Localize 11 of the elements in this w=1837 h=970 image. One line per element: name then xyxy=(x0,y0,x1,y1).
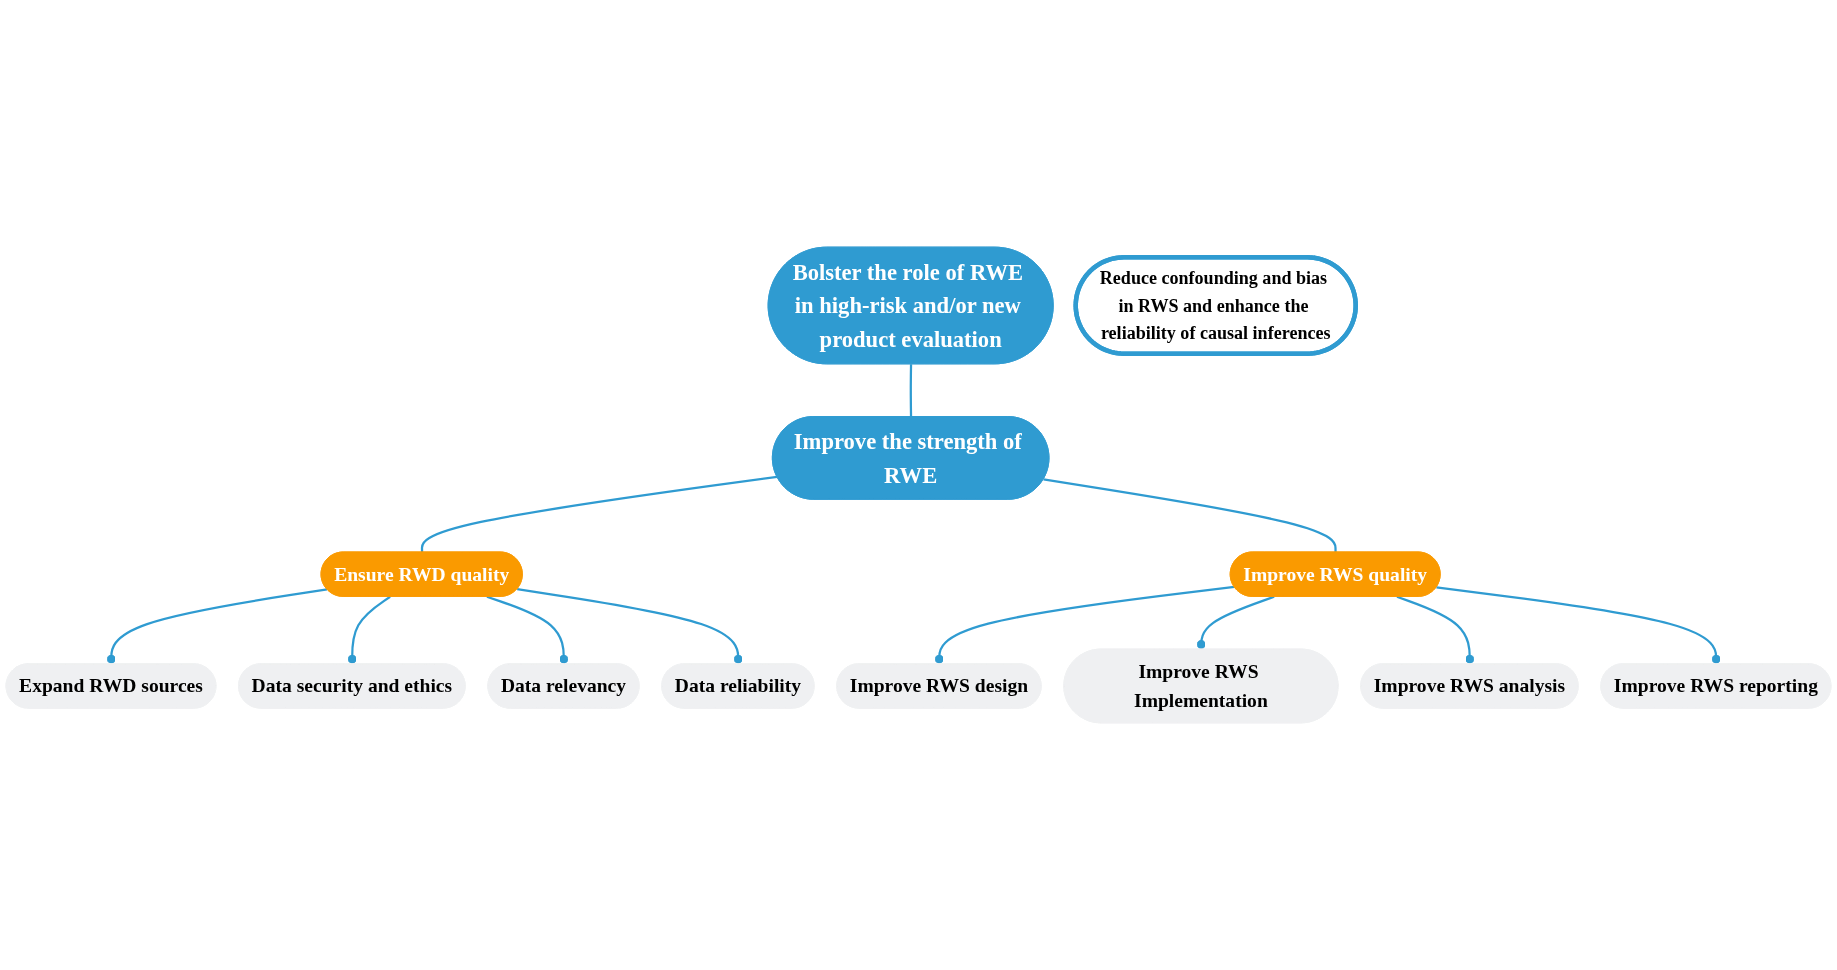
connector xyxy=(486,595,569,665)
connector xyxy=(934,585,1235,665)
connector xyxy=(1396,595,1475,665)
connector xyxy=(909,364,913,417)
connector xyxy=(1436,586,1721,665)
connector xyxy=(347,595,391,665)
connector xyxy=(1196,595,1275,650)
connector xyxy=(1043,478,1337,553)
connector xyxy=(420,475,778,553)
connector xyxy=(106,588,328,665)
connector xyxy=(517,588,743,665)
